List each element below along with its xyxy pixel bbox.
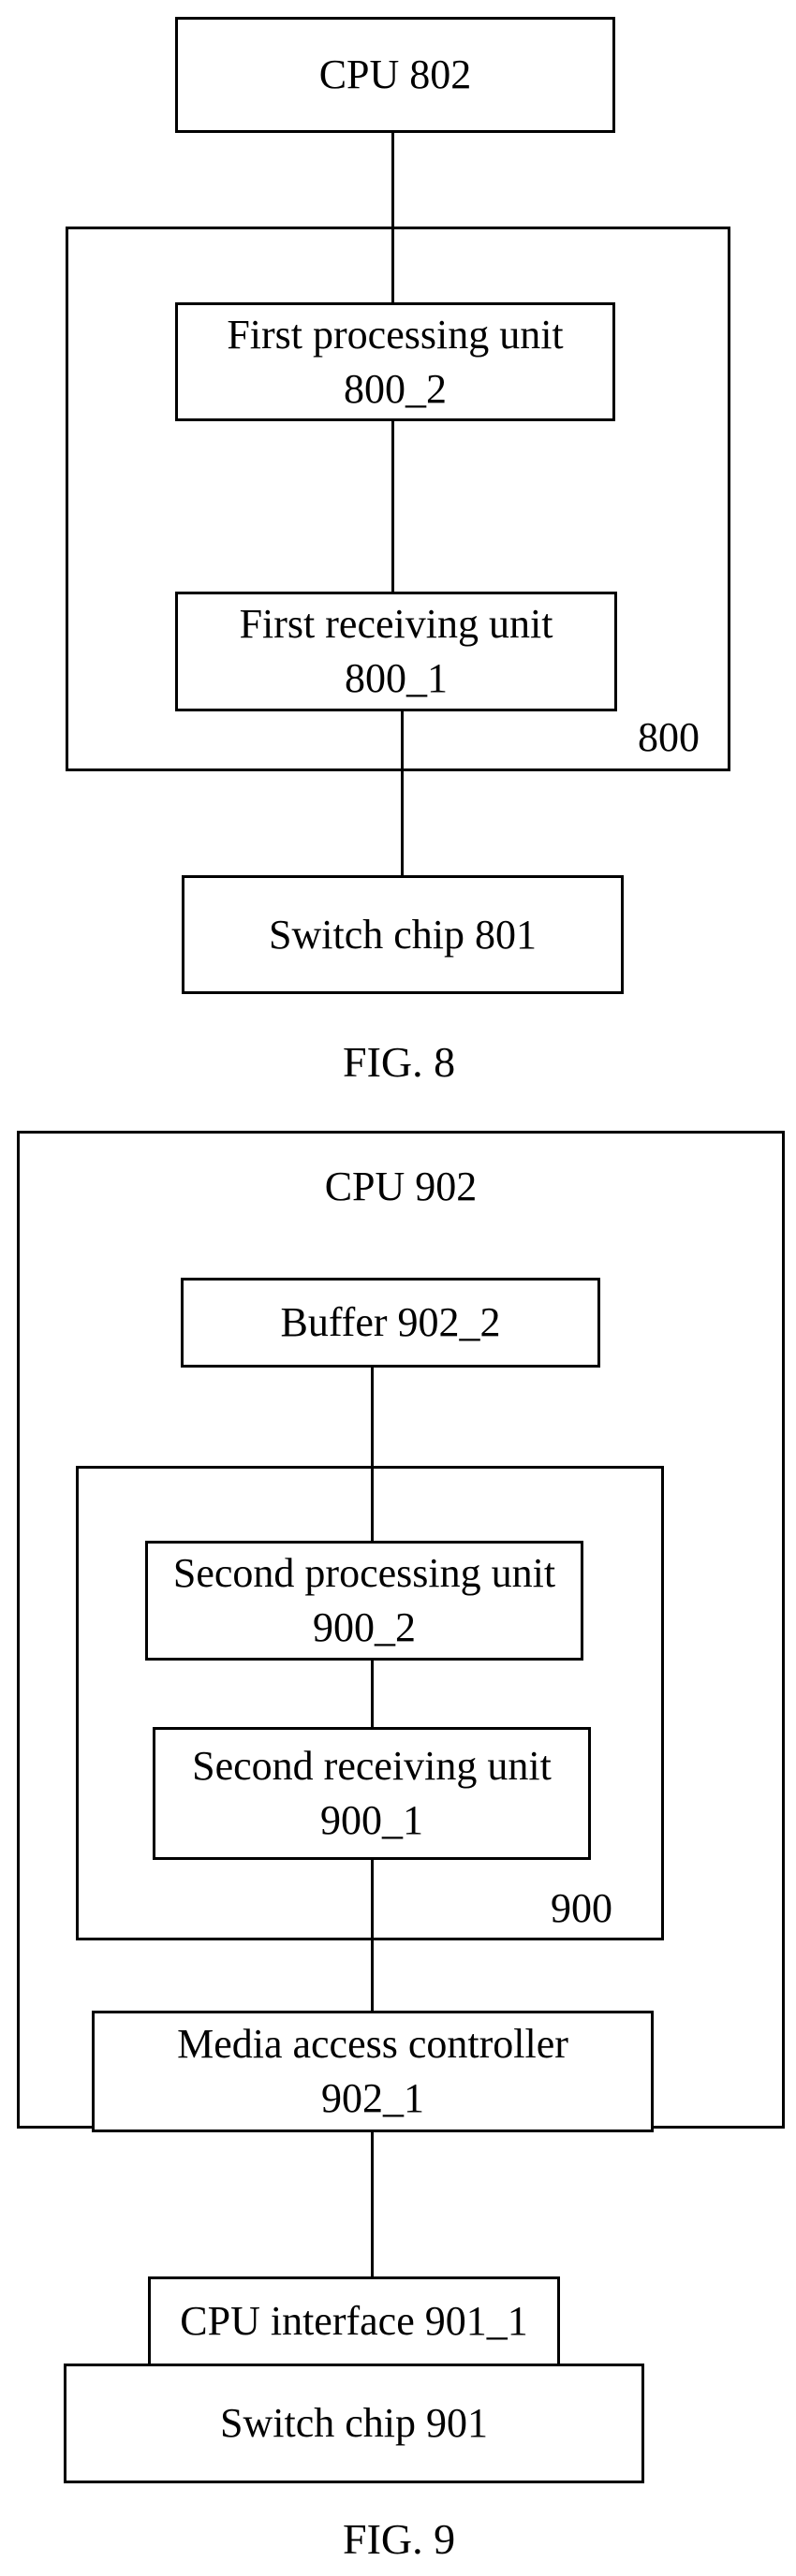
fig9-media-access-controller-id: 902_1 bbox=[321, 2071, 424, 2126]
fig9-media-access-controller-box: Media access controller 902_1 bbox=[92, 2011, 654, 2132]
fig9-buffer-label: Buffer 902_2 bbox=[280, 1295, 500, 1350]
fig9-second-receiving-unit-id: 900_1 bbox=[320, 1793, 423, 1848]
fig9-second-processing-unit-id: 900_2 bbox=[313, 1601, 416, 1655]
fig9-second-processing-unit-name: Second processing unit bbox=[173, 1546, 555, 1601]
fig9-cpu-interface-label: CPU interface 901_1 bbox=[180, 2294, 527, 2349]
fig8-first-processing-unit-box: First processing unit 800_2 bbox=[175, 302, 615, 421]
fig9-second-receiving-unit-name: Second receiving unit bbox=[192, 1739, 552, 1793]
fig8-first-receiving-unit-id: 800_1 bbox=[345, 651, 448, 706]
fig9-second-receiving-unit-box: Second receiving unit 900_1 bbox=[153, 1727, 591, 1860]
fig9-caption: FIG. 9 bbox=[343, 2514, 455, 2564]
fig9-cpu-interface-box: CPU interface 901_1 bbox=[148, 2276, 560, 2366]
fig9-second-processing-unit-box: Second processing unit 900_2 bbox=[145, 1541, 583, 1661]
fig9-buffer-box: Buffer 902_2 bbox=[181, 1278, 600, 1368]
fig8-group-800-label: 800 bbox=[638, 710, 700, 765]
fig8-first-receiving-unit-box: First receiving unit 800_1 bbox=[175, 592, 617, 711]
fig9-connector-mac-interface bbox=[371, 2132, 374, 2280]
fig8-cpu-box: CPU 802 bbox=[175, 17, 615, 133]
fig8-first-receiving-unit-name: First receiving unit bbox=[240, 597, 553, 651]
fig9-switch-chip-label: Switch chip 901 bbox=[220, 2396, 488, 2451]
fig8-switch-chip-box: Switch chip 801 bbox=[182, 875, 624, 994]
fig8-caption: FIG. 8 bbox=[343, 1037, 455, 1087]
fig9-group-900-label: 900 bbox=[551, 1881, 612, 1936]
fig8-first-processing-unit-id: 800_2 bbox=[344, 362, 447, 417]
fig8-cpu-label: CPU 802 bbox=[319, 48, 472, 102]
fig9-group-900-box: 900 bbox=[76, 1466, 664, 1940]
fig9-cpu-902-label: CPU 902 bbox=[20, 1160, 782, 1214]
fig8-first-processing-unit-name: First processing unit bbox=[227, 308, 563, 362]
fig9-media-access-controller-name: Media access controller bbox=[177, 2017, 568, 2071]
fig8-switch-chip-label: Switch chip 801 bbox=[269, 908, 537, 962]
fig9-switch-chip-box: Switch chip 901 bbox=[64, 2364, 644, 2483]
